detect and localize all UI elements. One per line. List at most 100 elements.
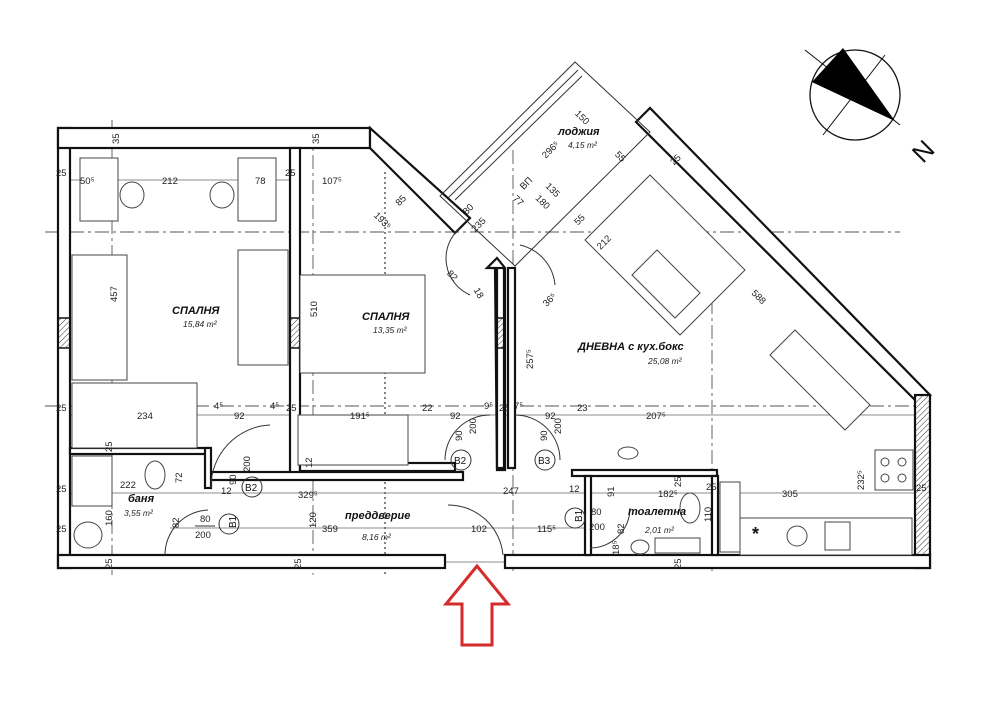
room-labels: СПАЛНЯ 15,84 m² СПАЛНЯ 13,35 m² лоджия 4… [124, 126, 686, 542]
dim-label: 102 [471, 524, 487, 535]
dim-label: 23 [577, 403, 588, 414]
door-height: 200 [195, 530, 211, 541]
dim-label: 180 [533, 193, 552, 212]
dim-label: 12 [221, 486, 232, 497]
door-swings [164, 227, 631, 556]
dim-label: 25 [673, 558, 684, 569]
door-height: 200 [468, 418, 479, 434]
dim-label: 50⁵ [80, 176, 95, 187]
door-width: 90 [454, 430, 465, 441]
dim-label: 91 [606, 486, 617, 497]
dim-label: 588 [749, 288, 768, 307]
room-area: 25,08 m² [647, 356, 683, 366]
dim-label: 4⁵ [270, 401, 279, 412]
dim-label: 296⁵ [540, 139, 562, 161]
room-name: СПАЛНЯ [362, 311, 410, 323]
dim-label: 78 [255, 176, 266, 187]
dim-label: 92 [450, 411, 461, 422]
dim-label: 222 [120, 480, 136, 491]
door-height: 200 [553, 418, 564, 434]
dim-label: 25 [56, 403, 67, 414]
room-name: преддверие [345, 510, 410, 522]
door-height: 200 [242, 456, 253, 472]
kitchen-mark: * [752, 524, 759, 544]
door-width: 90 [228, 474, 239, 485]
dim-label: 193⁵ [371, 210, 393, 232]
dim-label: 120 [308, 512, 319, 528]
dim-label: 4⁵ [214, 401, 223, 412]
dim-label: 25 [104, 558, 115, 569]
dim-label: 82 [171, 517, 182, 528]
door-tag: B1 [574, 509, 585, 522]
dim-label: 25 [104, 441, 115, 452]
door-width: 90 [539, 430, 550, 441]
dim-label: 35 [311, 133, 322, 144]
dim-label: 150 [572, 108, 591, 127]
dim-label: 359 [322, 524, 338, 535]
dim-label: 12 [304, 457, 315, 468]
dim-label: 18 [471, 286, 486, 301]
dim-label: 25 [285, 168, 296, 179]
entrance-arrow-icon [442, 563, 512, 647]
room-name: СПАЛНЯ [172, 305, 220, 317]
dim-label: 25 [916, 483, 927, 494]
dim-label: 92 [234, 411, 245, 422]
dim-label: 25 [56, 484, 67, 495]
room-area: 15,84 m² [183, 319, 218, 329]
dim-label: 212 [162, 176, 178, 187]
dim-label: 25 [673, 476, 684, 487]
room-name: тоалетна [628, 506, 686, 518]
door-height: 200 [589, 522, 605, 533]
dim-label: 457 [109, 286, 120, 302]
dim-label: 82 [616, 523, 627, 534]
dim-label: 25 [499, 403, 510, 414]
room-area: 3,55 m² [124, 508, 154, 518]
dim-label: 55 [612, 149, 627, 164]
dim-label: 160 [104, 510, 115, 526]
dim-label: 510 [309, 301, 320, 317]
room-name: ДНЕВНА с кух.бокс [577, 341, 684, 353]
dim-label: 110 [703, 507, 714, 522]
door-tag: B1 [228, 515, 239, 528]
dim-label: 72 [174, 472, 185, 483]
dim-label: 207⁵ [646, 411, 666, 422]
dim-label: 305 [782, 489, 798, 500]
dim-label: 234 [137, 411, 153, 422]
dim-label: 25 [56, 524, 67, 535]
dim-label: 82 [444, 268, 459, 283]
room-area: 2,01 m² [644, 525, 675, 535]
door-tags: B2 B2 B3 B1 B1 [218, 449, 586, 535]
dim-label: 18⁵ [611, 540, 622, 555]
furniture [71, 157, 914, 556]
dim-label: 25 [706, 482, 717, 493]
dim-label: 36⁵ [541, 291, 559, 309]
dim-label: 115⁵ [537, 524, 556, 535]
dim-label: 182⁵ [658, 489, 678, 500]
dim-label: 22 [422, 403, 433, 414]
room-name: лоджия [557, 126, 600, 138]
dim-label: 25 [56, 168, 67, 179]
door-tag: B2 [245, 483, 258, 494]
dim-label: ВП [518, 175, 535, 192]
dim-label: 7⁵ [514, 401, 523, 412]
door-width: 80 [591, 507, 602, 518]
dim-label: 232⁵ [856, 470, 867, 490]
door-tag: B2 [454, 456, 467, 467]
room-area: 8,16 m² [362, 532, 392, 542]
north-label: N [906, 134, 940, 168]
door-width: 80 [200, 514, 211, 525]
dim-label: 77 [510, 193, 525, 208]
dim-label: 107⁵ [322, 176, 342, 187]
dim-label: 25 [293, 558, 304, 569]
dim-label: 12 [569, 484, 580, 495]
north-compass-icon: N [804, 48, 940, 169]
dim-label: 257⁵ [525, 349, 536, 369]
dim-label: 85 [394, 193, 409, 208]
dim-label: 92 [545, 411, 556, 422]
dim-label: 247 [503, 486, 519, 497]
dim-label: 9⁵ [484, 401, 493, 412]
dimension-labels: 25 50⁵ 212 78 25 107⁵ 35 35 85 193⁵ 80 2… [56, 108, 927, 569]
room-area: 4,15 m² [568, 140, 598, 150]
